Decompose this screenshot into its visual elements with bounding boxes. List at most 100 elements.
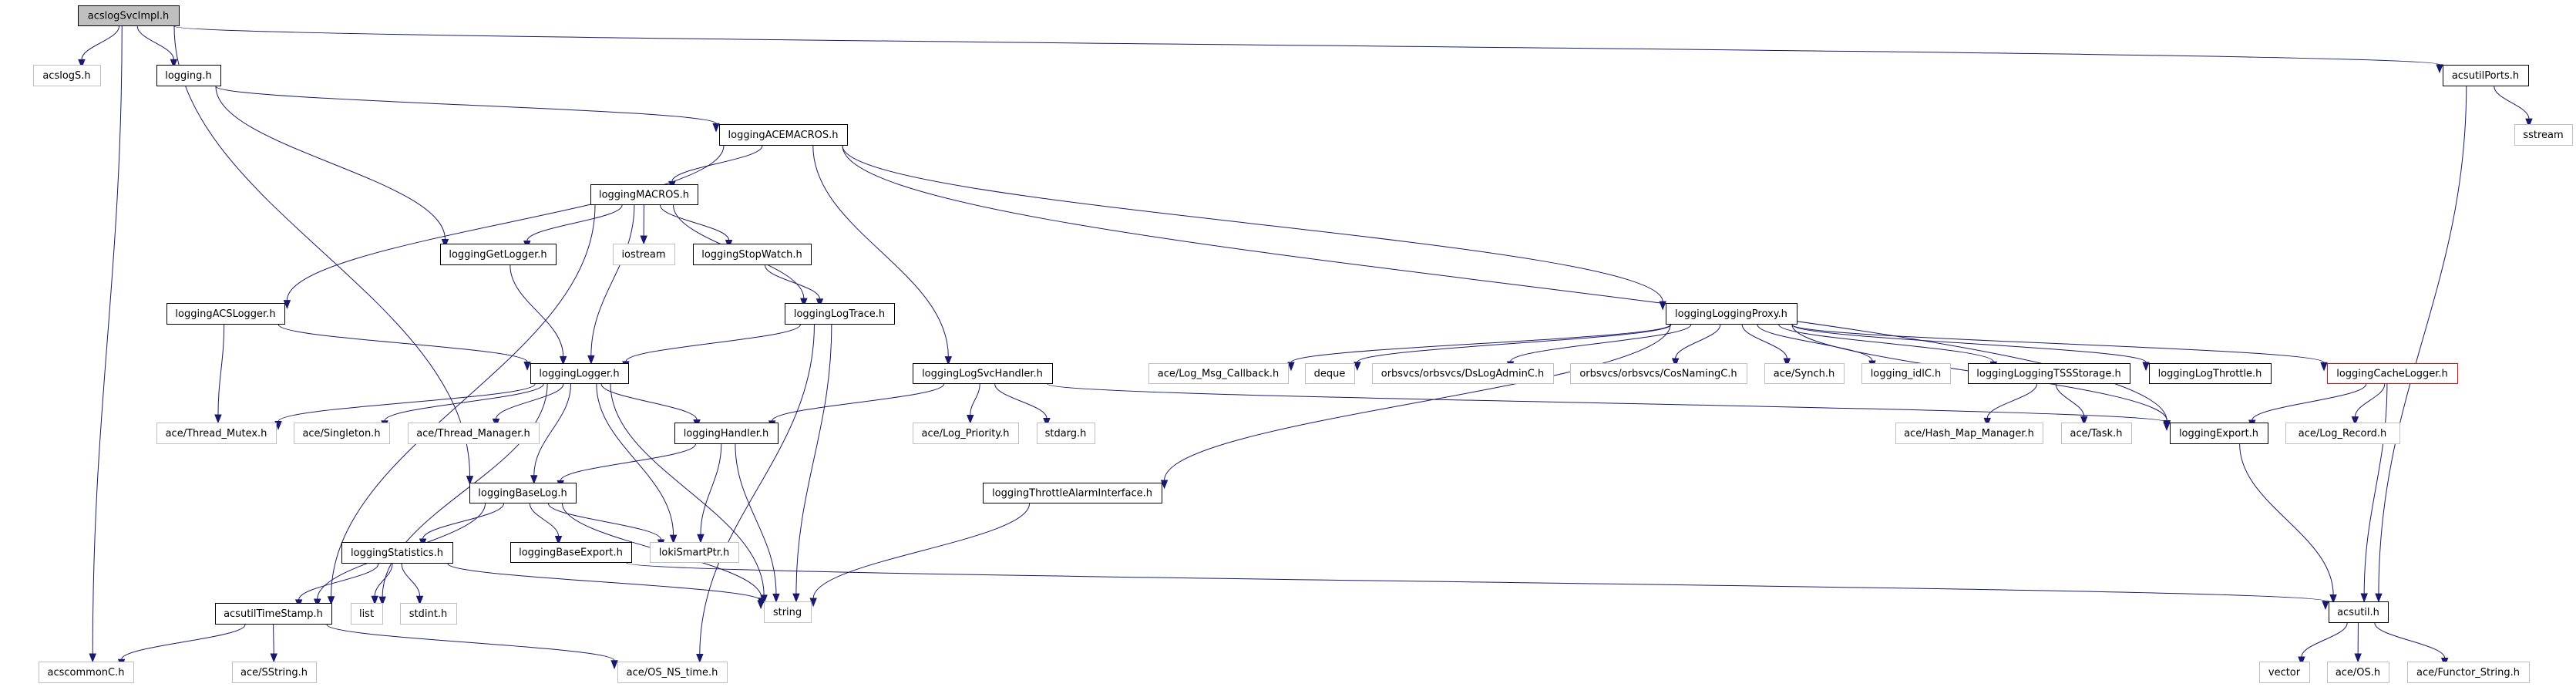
node-aceSString[interactable]: ace/SString.h: [232, 662, 317, 683]
edge-acsutil-to-aceFunctorString: [2374, 622, 2449, 667]
arrowhead-icon: [2320, 362, 2328, 372]
node-acslogSvcImpl[interactable]: acslogSvcImpl.h: [78, 5, 180, 26]
node-loggingMACROS[interactable]: loggingMACROS.h: [590, 184, 698, 205]
node-aceThreadManager[interactable]: ace/Thread_Manager.h: [408, 423, 540, 444]
node-cosNamingC[interactable]: orbsvcs/orbsvcs/CosNamingC.h: [1570, 363, 1747, 384]
node-loggingHandler[interactable]: loggingHandler.h: [674, 423, 779, 444]
node-loggingACEMACROS[interactable]: loggingACEMACROS.h: [719, 124, 848, 146]
node-loggingLogger[interactable]: loggingLogger.h: [530, 363, 629, 384]
node-aceLogPriority[interactable]: ace/Log_Priority.h: [913, 423, 1019, 444]
node-loggingLoggingProxy[interactable]: loggingLoggingProxy.h: [1666, 303, 1797, 325]
node-loggingExport[interactable]: loggingExport.h: [2170, 423, 2268, 444]
arrowhead-icon: [466, 476, 474, 485]
edge-loggingLoggingTSSStorage-to-aceTask: [2055, 383, 2088, 426]
node-loggingBaseLog[interactable]: loggingBaseLog.h: [469, 483, 577, 503]
edge-loggingLogger-to-aceThreadManager: [492, 383, 564, 428]
node-string[interactable]: string: [764, 601, 812, 623]
node-label: vector: [2268, 667, 2301, 679]
node-aceFunctorString[interactable]: ace/Functor_String.h: [2407, 662, 2530, 683]
arrowhead-icon: [2322, 601, 2329, 611]
edge-line: [625, 324, 801, 362]
node-stdarg[interactable]: stdarg.h: [1037, 423, 1095, 444]
node-label: deque: [1314, 369, 1346, 380]
arrowhead-icon: [327, 596, 335, 606]
edge-acsutil-to-aceOS: [2354, 622, 2362, 663]
node-aceLogMsgCallback[interactable]: ace/Log_Msg_Callback.h: [1148, 363, 1289, 384]
edge-loggingMACROS-to-loggingGetLogger: [523, 204, 623, 250]
arrowhead-icon: [1354, 362, 1361, 372]
node-aceSingleton[interactable]: ace/Singleton.h: [294, 423, 390, 444]
node-loggingLoggingTSSStorage[interactable]: loggingLoggingTSSStorage.h: [1968, 363, 2130, 384]
node-acscommonC[interactable]: acscommonC.h: [39, 662, 134, 683]
edge-line: [2301, 622, 2348, 658]
edge-loggingACSLogger-to-aceThreadMutex: [214, 324, 225, 424]
node-loggingLogThrottle[interactable]: loggingLogThrottle.h: [2149, 363, 2272, 384]
node-loggingCacheLogger[interactable]: loggingCacheLogger.h: [2327, 363, 2458, 384]
node-loggingIdlC[interactable]: logging_idlC.h: [1861, 363, 1951, 384]
node-sstream[interactable]: sstream: [2514, 124, 2573, 146]
node-label: acslogS.h: [42, 70, 90, 82]
node-loggingGetLogger[interactable]: loggingGetLogger.h: [440, 244, 557, 265]
edge-line: [2354, 383, 2386, 417]
node-loggingLogTrace[interactable]: loggingLogTrace.h: [785, 303, 895, 325]
edge-logging-to-loggingACEMACROS: [215, 86, 720, 133]
arrowhead-icon: [554, 535, 563, 545]
arrowhead-icon: [274, 421, 282, 430]
arrowhead-icon: [2142, 362, 2150, 372]
node-aceOSNSTime[interactable]: ace/OS_NS_time.h: [617, 662, 728, 683]
node-aceThreadMutex[interactable]: ace/Thread_Mutex.h: [156, 423, 277, 444]
edge-line: [994, 383, 1048, 419]
edge-loggingLogger-to-aceSingleton: [381, 383, 544, 430]
arrowhead-icon: [2080, 416, 2088, 426]
edge-line: [671, 145, 763, 182]
node-deque[interactable]: deque: [1305, 363, 1355, 384]
node-loggingBaseExport[interactable]: loggingBaseExport.h: [510, 542, 632, 563]
edges-layer: [78, 25, 2533, 670]
node-dsLogAdminC[interactable]: orbsvcs/orbsvcs/DsLogAdminC.h: [1372, 363, 1554, 384]
node-loggingACSLogger[interactable]: loggingACSLogger.h: [166, 303, 285, 325]
node-acsutilTimeStamp[interactable]: acsutilTimeStamp.h: [215, 603, 332, 625]
edge-line: [842, 145, 1663, 302]
node-aceHashMapManager[interactable]: ace/Hash_Map_Manager.h: [1895, 423, 2043, 444]
node-logging[interactable]: logging.h: [156, 65, 221, 86]
edge-line: [2239, 443, 2334, 595]
edge-line: [286, 145, 725, 301]
node-aceOS[interactable]: ace/OS.h: [2327, 662, 2389, 683]
edge-line: [1510, 324, 1692, 362]
node-iostream[interactable]: iostream: [613, 244, 675, 265]
edge-line: [1778, 324, 1994, 362]
node-label: loggingThrottleAlarmInterface.h: [992, 488, 1152, 500]
node-vector[interactable]: vector: [2259, 662, 2310, 683]
node-acsutil[interactable]: acsutil.h: [2329, 601, 2389, 623]
node-label: acslogSvcImpl.h: [88, 11, 170, 22]
edge-loggingLogSvcHandler-to-stdarg: [994, 383, 1051, 427]
node-loggingLogSvcHandler[interactable]: loggingLogSvcHandler.h: [913, 363, 1053, 384]
edge-line: [590, 204, 635, 356]
edge-line: [326, 624, 615, 662]
node-loggingThrottleAlarmInterface[interactable]: loggingThrottleAlarmInterface.h: [983, 483, 1162, 503]
node-aceSynch[interactable]: ace/Synch.h: [1764, 363, 1845, 384]
node-aceLogRecord[interactable]: ace/Log_Record.h: [2285, 423, 2400, 444]
edge-line: [699, 324, 815, 655]
edge-line: [2494, 86, 2530, 120]
arrowhead-icon: [772, 593, 780, 603]
node-acslogS[interactable]: acslogS.h: [33, 65, 101, 86]
edge-line: [700, 443, 722, 535]
edge-loggingHandler-to-loggingBaseLog: [557, 443, 696, 490]
node-loggingStopWatch[interactable]: loggingStopWatch.h: [693, 244, 812, 265]
arrowhead-icon: [89, 653, 96, 663]
edge-loggingACEMACROS-to-loggingACSLogger: [283, 145, 725, 310]
node-lokiSmartPtr[interactable]: lokiSmartPtr.h: [650, 542, 739, 563]
edge-line: [331, 204, 596, 597]
node-label: loggingLoggingTSSStorage.h: [1976, 369, 2120, 380]
node-loggingStatistics[interactable]: loggingStatistics.h: [341, 542, 453, 564]
edge-loggingMACROS-to-loggingStopWatch: [660, 204, 733, 249]
node-stdint[interactable]: stdint.h: [400, 603, 457, 625]
node-label: ace/Functor_String.h: [2416, 667, 2520, 679]
edge-line: [401, 563, 421, 597]
node-aceTask[interactable]: ace/Task.h: [2061, 423, 2132, 444]
arrowhead-icon: [1043, 417, 1051, 427]
arrowhead-icon: [2360, 593, 2368, 603]
node-list[interactable]: list: [351, 603, 383, 625]
node-acsutilPorts[interactable]: acsutilPorts.h: [2443, 65, 2529, 86]
